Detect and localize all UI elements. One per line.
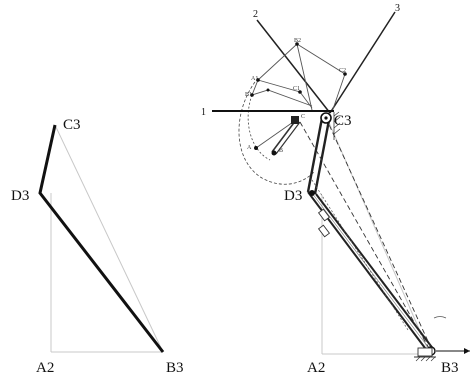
link-b-to-c-parallel — [275, 121, 301, 155]
joint-b — [271, 150, 277, 156]
label-b2: B2 — [294, 38, 301, 44]
upper-link-a1-c1 — [257, 79, 313, 109]
line-2 — [256, 19, 331, 114]
label-c2: C2 — [339, 68, 346, 74]
link-a-to-c — [255, 119, 297, 149]
right-figure: C3 D3 A2 B3 1 2 3 A1 B1 C1 B2 C2 A B C — [201, 3, 470, 376]
right-label-b3: B3 — [441, 360, 459, 376]
dashed-diagonal-1 — [299, 121, 431, 351]
dashed-diagonal-3 — [311, 179, 409, 331]
upper-link-b1 — [251, 89, 313, 107]
label-c1: C1 — [293, 86, 300, 92]
joint-b1 — [250, 93, 254, 97]
joint-c2 — [343, 72, 347, 76]
link-c3-d3-a — [306, 117, 324, 193]
label-a: A — [247, 145, 252, 151]
upper-link-a1-b2 — [257, 43, 313, 111]
joint-a — [254, 146, 258, 150]
link-d3-b3-center — [311, 192, 432, 352]
label-b: B — [279, 148, 283, 154]
joint-b1-mid — [266, 88, 270, 92]
right-diagonal-guide — [326, 117, 431, 355]
small-curve-mark — [433, 316, 447, 319]
label-c: C — [301, 114, 305, 120]
b3-ground-support — [414, 347, 436, 362]
right-label-d3: D3 — [284, 188, 302, 204]
joint-c3-center — [324, 116, 328, 120]
link-b-to-c — [271, 119, 297, 153]
label-line-2: 2 — [253, 9, 258, 20]
label-a1: A1 — [251, 76, 258, 82]
left-label-c3: C3 — [63, 117, 81, 133]
left-figure: C3 D3 A2 B3 — [11, 117, 184, 376]
joint-d3 — [309, 190, 315, 196]
left-label-b3: B3 — [166, 360, 184, 376]
left-label-a2: A2 — [36, 360, 54, 376]
left-label-d3: D3 — [11, 188, 29, 204]
label-line-3: 3 — [395, 3, 400, 14]
slider-block-2 — [317, 224, 331, 238]
b3-arrow-head — [464, 348, 470, 354]
right-label-c3: C3 — [334, 113, 352, 129]
label-b1: B1 — [245, 92, 252, 98]
joint-c-block — [291, 116, 299, 124]
dashed-diagonal-2 — [325, 117, 433, 351]
joint-a1 — [256, 78, 260, 82]
joint-b2 — [295, 42, 299, 46]
left-linkage — [38, 124, 165, 353]
dashed-arc-outer — [238, 77, 315, 185]
right-label-a2: A2 — [307, 360, 325, 376]
joint-c1 — [298, 90, 302, 94]
c3-ground-support — [333, 111, 341, 140]
line-3 — [329, 11, 396, 114]
link-c3-d3-b — [313, 119, 331, 195]
left-diagonal-guide — [54, 124, 164, 353]
label-line-1: 1 — [201, 107, 206, 118]
upper-link-b1-a1 — [251, 79, 259, 96]
slider-block-1 — [317, 208, 331, 222]
link-d3-b3-b — [315, 193, 435, 351]
dashed-arc-inner — [247, 94, 271, 161]
